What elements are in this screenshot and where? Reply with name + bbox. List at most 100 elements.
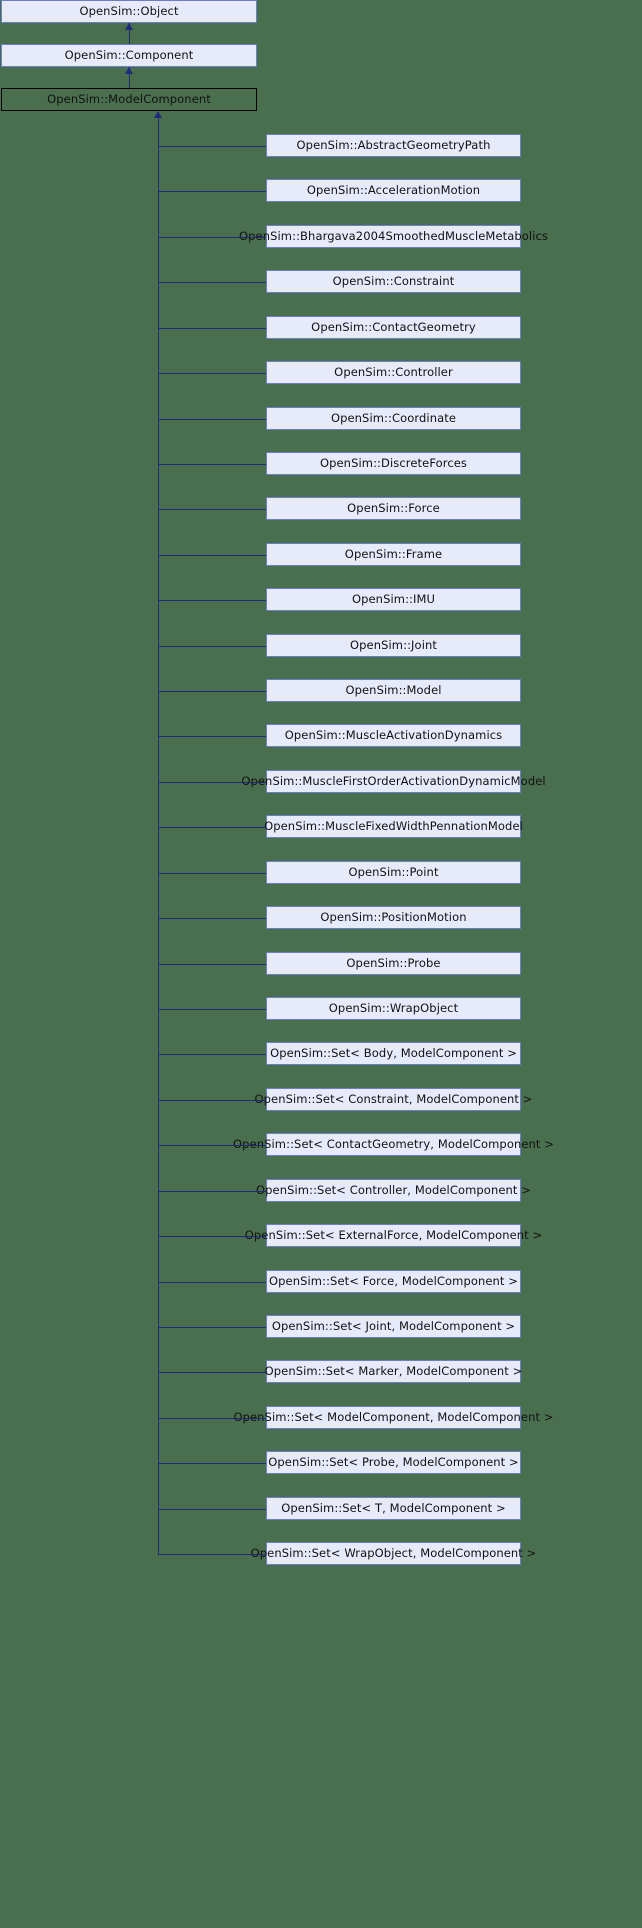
- edge-branch-27: [158, 1372, 266, 1373]
- class-node-label: OpenSim::AbstractGeometryPath: [296, 137, 491, 152]
- class-node-descendant-15[interactable]: OpenSim::MuscleFixedWidthPennationModel: [264, 815, 523, 838]
- class-node-descendant-21[interactable]: OpenSim::Set< Constraint, ModelComponent…: [254, 1088, 532, 1111]
- edge-branch-1: [158, 191, 266, 192]
- class-node-label: OpenSim::Set< Controller, ModelComponent…: [256, 1182, 531, 1197]
- inheritance-arrowhead-icon-1: [125, 67, 133, 74]
- class-node-opensim-component[interactable]: OpenSim::Component: [1, 44, 257, 67]
- edge-branch-10: [158, 600, 266, 601]
- class-node-label: OpenSim::Set< ModelComponent, ModelCompo…: [233, 1409, 554, 1424]
- class-node-descendant-1[interactable]: OpenSim::AccelerationMotion: [266, 179, 521, 202]
- edge-branch-19: [158, 1009, 266, 1010]
- edge-branch-24: [158, 1236, 266, 1237]
- class-node-descendant-22[interactable]: OpenSim::Set< ContactGeometry, ModelComp…: [233, 1133, 554, 1156]
- edge-branch-5: [158, 373, 266, 374]
- edge-ancestor-1: [129, 67, 130, 88]
- class-node-descendant-6[interactable]: OpenSim::Coordinate: [266, 407, 521, 430]
- class-node-descendant-13[interactable]: OpenSim::MuscleActivationDynamics: [266, 724, 521, 747]
- class-node-label: OpenSim::Model: [345, 682, 442, 697]
- class-node-opensim-modelcomponent[interactable]: OpenSim::ModelComponent: [1, 88, 257, 111]
- edge-branch-6: [158, 419, 266, 420]
- class-node-label: OpenSim::MuscleActivationDynamics: [284, 727, 503, 742]
- class-node-label: OpenSim::Set< Constraint, ModelComponent…: [254, 1091, 533, 1106]
- class-node-descendant-0[interactable]: OpenSim::AbstractGeometryPath: [266, 134, 521, 157]
- class-node-label: OpenSim::Set< Marker, ModelComponent >: [264, 1363, 523, 1378]
- edge-branch-29: [158, 1463, 266, 1464]
- edge-branch-2: [158, 237, 266, 238]
- class-node-label: OpenSim::Component: [64, 47, 194, 62]
- class-node-descendant-26[interactable]: OpenSim::Set< Joint, ModelComponent >: [266, 1315, 521, 1338]
- edge-trunk: [158, 118, 159, 1554]
- class-node-descendant-17[interactable]: OpenSim::PositionMotion: [266, 906, 521, 929]
- class-node-descendant-19[interactable]: OpenSim::WrapObject: [266, 997, 521, 1020]
- class-node-descendant-5[interactable]: OpenSim::Controller: [266, 361, 521, 384]
- class-node-label: OpenSim::Set< Joint, ModelComponent >: [271, 1318, 516, 1333]
- class-node-label: OpenSim::Constraint: [332, 273, 455, 288]
- edge-branch-21: [158, 1100, 266, 1101]
- edge-branch-13: [158, 736, 266, 737]
- class-node-label: OpenSim::WrapObject: [328, 1000, 459, 1015]
- class-node-label: OpenSim::Set< ExternalForce, ModelCompon…: [244, 1227, 543, 1242]
- edge-branch-4: [158, 328, 266, 329]
- class-node-label: OpenSim::AccelerationMotion: [306, 182, 481, 197]
- class-node-descendant-16[interactable]: OpenSim::Point: [266, 861, 521, 884]
- class-node-label: OpenSim::Frame: [344, 546, 443, 561]
- edge-branch-31: [158, 1554, 266, 1555]
- class-node-label: OpenSim::Set< T, ModelComponent >: [281, 1500, 506, 1515]
- class-node-descendant-29[interactable]: OpenSim::Set< Probe, ModelComponent >: [266, 1451, 521, 1474]
- class-node-label: OpenSim::ModelComponent: [47, 91, 211, 106]
- class-node-descendant-18[interactable]: OpenSim::Probe: [266, 952, 521, 975]
- class-node-label: OpenSim::MuscleFixedWidthPennationModel: [264, 818, 523, 833]
- class-node-descendant-25[interactable]: OpenSim::Set< Force, ModelComponent >: [266, 1270, 521, 1293]
- class-node-descendant-11[interactable]: OpenSim::Joint: [266, 634, 521, 657]
- class-node-label: OpenSim::MuscleFirstOrderActivationDynam…: [241, 773, 546, 788]
- class-node-label: OpenSim::Set< Force, ModelComponent >: [268, 1273, 519, 1288]
- edge-branch-0: [158, 146, 266, 147]
- edge-branch-15: [158, 827, 266, 828]
- class-node-label: OpenSim::Set< ContactGeometry, ModelComp…: [232, 1136, 555, 1151]
- class-node-descendant-8[interactable]: OpenSim::Force: [266, 497, 521, 520]
- edge-branch-26: [158, 1327, 266, 1328]
- class-node-label: OpenSim::Set< Probe, ModelComponent >: [268, 1454, 519, 1469]
- inheritance-arrowhead-icon-trunk: [154, 111, 162, 118]
- class-node-descendant-24[interactable]: OpenSim::Set< ExternalForce, ModelCompon…: [245, 1224, 542, 1247]
- class-node-descendant-4[interactable]: OpenSim::ContactGeometry: [266, 316, 521, 339]
- class-node-descendant-30[interactable]: OpenSim::Set< T, ModelComponent >: [266, 1497, 521, 1520]
- class-node-descendant-31[interactable]: OpenSim::Set< WrapObject, ModelComponent…: [251, 1542, 536, 1565]
- edge-branch-25: [158, 1282, 266, 1283]
- edge-branch-16: [158, 873, 266, 874]
- edge-branch-30: [158, 1509, 266, 1510]
- class-node-descendant-7[interactable]: OpenSim::DiscreteForces: [266, 452, 521, 475]
- edge-ancestor-0: [129, 23, 130, 44]
- class-node-opensim-object[interactable]: OpenSim::Object: [1, 0, 257, 23]
- class-node-descendant-2[interactable]: OpenSim::Bhargava2004SmoothedMuscleMetab…: [239, 225, 548, 248]
- edge-branch-17: [158, 918, 266, 919]
- class-node-label: OpenSim::ContactGeometry: [311, 319, 476, 334]
- class-node-label: OpenSim::Object: [79, 3, 179, 18]
- class-node-label: OpenSim::Coordinate: [330, 410, 457, 425]
- class-node-descendant-23[interactable]: OpenSim::Set< Controller, ModelComponent…: [256, 1179, 531, 1202]
- class-node-label: OpenSim::Joint: [350, 637, 437, 652]
- class-node-label: OpenSim::DiscreteForces: [319, 455, 468, 470]
- class-node-label: OpenSim::Probe: [346, 955, 441, 970]
- edge-branch-20: [158, 1054, 266, 1055]
- class-node-label: OpenSim::Point: [348, 864, 439, 879]
- edge-branch-11: [158, 646, 266, 647]
- class-node-label: OpenSim::Set< WrapObject, ModelComponent…: [250, 1545, 537, 1560]
- class-node-descendant-28[interactable]: OpenSim::Set< ModelComponent, ModelCompo…: [233, 1406, 553, 1429]
- edge-branch-3: [158, 282, 266, 283]
- class-node-descendant-3[interactable]: OpenSim::Constraint: [266, 270, 521, 293]
- class-node-descendant-27[interactable]: OpenSim::Set< Marker, ModelComponent >: [265, 1360, 522, 1383]
- class-node-label: OpenSim::PositionMotion: [320, 909, 467, 924]
- class-node-descendant-20[interactable]: OpenSim::Set< Body, ModelComponent >: [266, 1042, 521, 1065]
- edge-branch-8: [158, 509, 266, 510]
- class-node-label: OpenSim::Force: [347, 500, 440, 515]
- class-node-descendant-12[interactable]: OpenSim::Model: [266, 679, 521, 702]
- edge-branch-28: [158, 1418, 266, 1419]
- edge-branch-14: [158, 782, 266, 783]
- edge-branch-12: [158, 691, 266, 692]
- class-node-descendant-10[interactable]: OpenSim::IMU: [266, 588, 521, 611]
- class-node-descendant-9[interactable]: OpenSim::Frame: [266, 543, 521, 566]
- class-node-descendant-14[interactable]: OpenSim::MuscleFirstOrderActivationDynam…: [241, 770, 546, 793]
- class-node-label: OpenSim::Bhargava2004SmoothedMuscleMetab…: [239, 228, 549, 243]
